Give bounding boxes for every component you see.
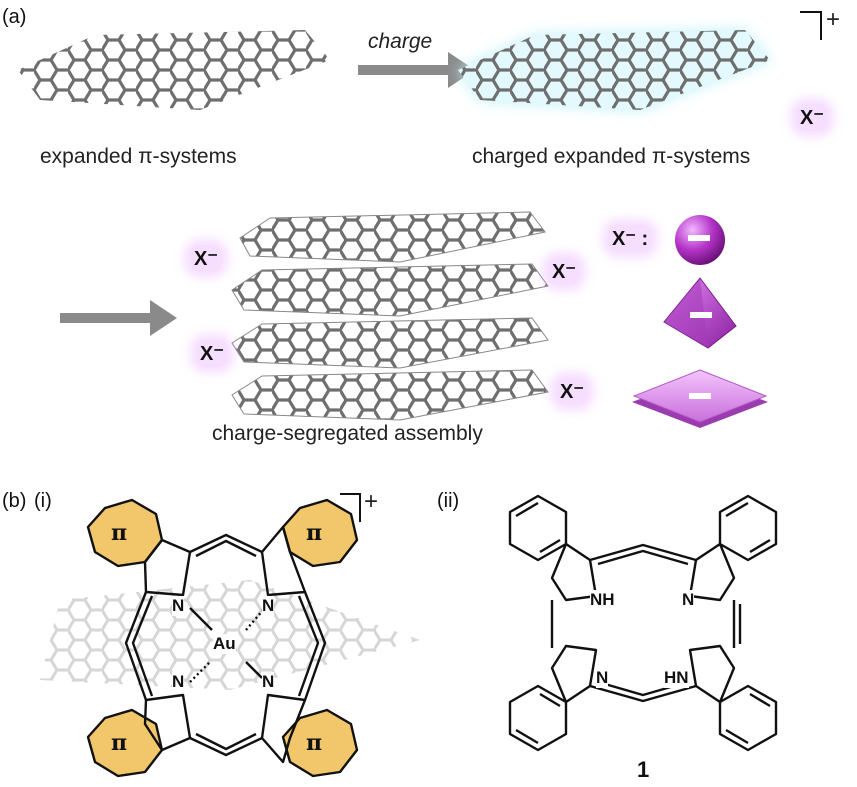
charge-sign-b: + [364, 488, 379, 515]
charge-arrow [358, 52, 475, 88]
hn-atom-1: HN [664, 668, 689, 688]
gold-atom-label: Au [213, 634, 236, 654]
charged-caption: charged expanded π-systems [472, 145, 751, 168]
stack-layer-3 [231, 317, 549, 369]
assembly-anion-3: X⁻ [196, 340, 228, 367]
nh-atom-1: NH [590, 590, 615, 610]
au-porphyrin-structure [86, 498, 359, 778]
graphene-sheet-neutral [18, 30, 330, 110]
counter-anion: X⁻ [796, 104, 828, 131]
n-atom-1: N [172, 596, 185, 616]
assembly-anion-2: X⁻ [548, 258, 580, 285]
assembly-anion-1: X⁻ [190, 245, 222, 272]
compound-number: 1 [637, 757, 650, 782]
panel-a-label: (a) [2, 6, 27, 28]
pi-ring-bottom-left [86, 708, 164, 778]
stack-layer-1 [239, 211, 546, 263]
anion-square-plate [632, 369, 768, 428]
n-atom-3: N [172, 672, 185, 692]
panel-b-i-label: (i) [34, 490, 52, 512]
panel-b-ii-label: (ii) [437, 490, 460, 512]
pi-label-2: π [306, 520, 323, 546]
n-atom-4: N [262, 672, 275, 692]
n-atom-2: N [262, 596, 275, 616]
compound-1-structure [508, 494, 778, 752]
stacked-sheets [231, 211, 549, 421]
n-atom-ii-1: N [682, 590, 695, 610]
anion-sphere [675, 215, 725, 265]
assembly-anion-4: X⁻ [556, 378, 588, 405]
charge-sign-a: + [826, 6, 841, 33]
graphene-sheet-charged [458, 30, 770, 110]
assembly-caption: charge-segregated assembly [212, 422, 483, 445]
pi-label-1: π [111, 520, 128, 546]
pi-label-4: π [306, 730, 323, 756]
neutral-caption: expanded π-systems [40, 145, 237, 168]
stack-layer-4 [231, 369, 549, 421]
assembly-arrow [60, 300, 177, 336]
charge-bracket-b [340, 493, 361, 522]
charge-arrow-label: charge [368, 30, 433, 53]
pi-label-3: π [111, 730, 128, 756]
stack-layer-2 [231, 263, 549, 317]
anion-tetrahedron [663, 277, 737, 349]
charge-bracket-a [800, 11, 822, 40]
n-atom-ii-2: N [596, 668, 609, 688]
pi-ring-bottom-right [281, 708, 359, 778]
anion-legend-label: X⁻ : [608, 225, 653, 252]
panel-b-label: (b) [2, 490, 27, 512]
